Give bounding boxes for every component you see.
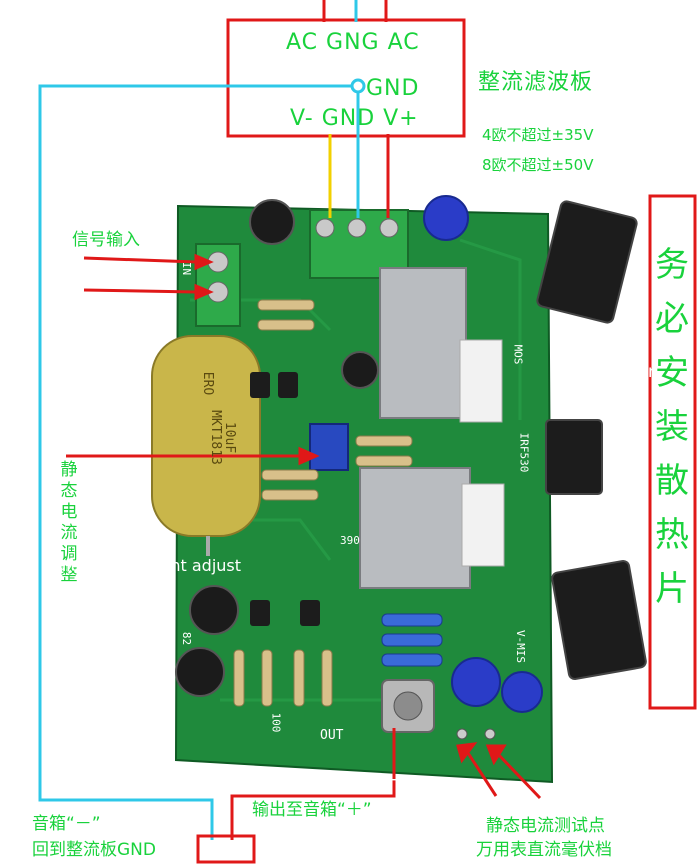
psu-box: [226, 18, 466, 138]
cap-value: 10uF: [222, 421, 238, 454]
psu-box-ac-row: AC GNG AC: [286, 30, 420, 55]
electrolytic-capacitors: [175, 195, 543, 713]
psu-title-cn: 整流滤波板: [478, 70, 594, 95]
psu-spec-4ohm: 4欧不超过±35V: [482, 126, 594, 144]
horn-label: horn: [204, 838, 241, 857]
quiescent-cn-char-6: 整: [60, 565, 78, 585]
must-install-char-4: 装: [655, 407, 689, 447]
quiescent-cn-char-5: 调: [60, 544, 78, 564]
speaker-minus-label-cn: 音箱“－”: [32, 814, 101, 834]
quiescent-cn-char-1: 静: [60, 460, 78, 480]
blue-resistors: [381, 613, 443, 667]
test-point-label-en: quiescent current test point: [436, 792, 673, 812]
multimeter-setting-label-cn: 万用表直流毫伏档: [476, 840, 612, 860]
silk-in: IN: [180, 261, 194, 276]
ceramic-resistor-top: [459, 339, 503, 423]
silk-v-mis: V-MIS: [514, 629, 528, 664]
test-point-label-cn: 静态电流测试点: [486, 816, 605, 836]
cap-model: MKT1813: [207, 410, 223, 465]
film-capacitor: [151, 335, 261, 556]
quiescent-cn-char-2: 态: [60, 481, 78, 501]
audio-input-label-en: audio input: [60, 200, 157, 220]
ceramic-resistor-bottom: [461, 483, 505, 567]
output-to-speaker-label-cn: 输出至音箱“＋”: [252, 800, 372, 820]
heatsink-label-en: heatsink: [596, 362, 669, 382]
silk-out: OUT: [320, 728, 344, 743]
trimmer-pot: [309, 423, 349, 471]
input-terminal-block: [195, 243, 241, 327]
return-to-psu-gnd-label-cn: 回到整流板GND: [32, 840, 156, 860]
silk-irf530: IRF530: [517, 432, 531, 473]
psu-spec-8ohm: 8欧不超过±50V: [482, 156, 594, 174]
small-transistors: [250, 372, 320, 626]
audio-output-plus-label: audio output +: [276, 770, 405, 790]
must-install-char-3: 安: [655, 353, 689, 393]
output-transistors: [536, 200, 647, 681]
test-point-2: [484, 728, 496, 740]
heatsink-warning-box: [648, 194, 697, 710]
quiescent-cn-char-4: 流: [60, 523, 78, 543]
must-install-char-1: 务: [655, 245, 689, 285]
psu-box-gnd-label: GND: [366, 76, 420, 101]
audio-input-label-cn: 信号输入: [72, 230, 140, 250]
quiescent-adjust-cn-vertical: 静 态 电 流 调 整: [58, 460, 80, 586]
silk-mos: MOS: [511, 344, 525, 365]
must-install-char-7: 片: [655, 569, 689, 609]
cap-brand: ERO: [200, 371, 216, 396]
psu-box-rails-row: V- GND V+: [290, 106, 419, 131]
audio-output-minus-label: audio output-: [70, 772, 185, 792]
test-point-1: [456, 728, 468, 740]
silk-82: 82: [180, 631, 194, 646]
must-install-char-6: 热: [655, 515, 689, 555]
quiescent-cn-char-3: 电: [60, 502, 78, 522]
silk-390: 390: [340, 534, 360, 547]
must-install-char-5: 散: [655, 461, 689, 501]
must-install-char-2: 必: [655, 299, 689, 339]
horn-box: [196, 834, 256, 864]
resistor-array: [233, 299, 413, 707]
quiescent-adjust-label-en: quiescent current adjust: [46, 556, 242, 575]
silk-100: 100: [269, 712, 283, 733]
heatsinks: [359, 267, 471, 589]
psu-title-en: PSU board: [486, 98, 574, 118]
must-install-heatsink-vertical: 务 必 安 装 散 热 片: [652, 238, 692, 616]
